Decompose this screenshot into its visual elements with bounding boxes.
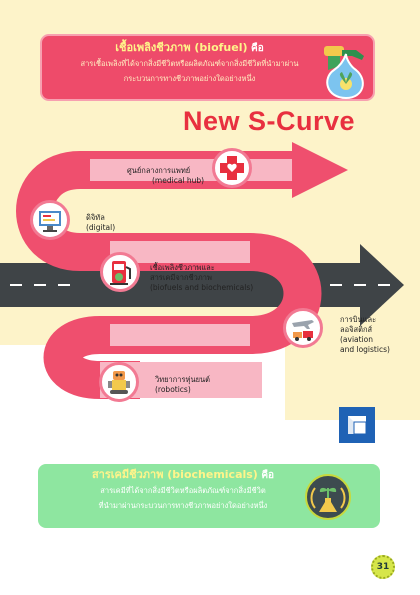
biochemicals-title-suffix: คือ (261, 470, 275, 481)
aviation-english-line-1: (aviation (340, 335, 374, 344)
s-curve-inner-band (90, 159, 292, 391)
right-background (285, 340, 420, 420)
aviation-english-line-2: and logistics) (340, 345, 390, 354)
biofuels-english: (biofuels and biochemicals) (150, 283, 254, 292)
medical-hub-thai: ศูนย์กลางการแพทย์ (127, 166, 191, 175)
digital-label: ดิจิทัล (digital) (86, 213, 115, 233)
aviation-thai-line-2: ลอจิสติกส์ (340, 325, 373, 334)
aviation-logistics-label: การบินและ ลอจิสติกส์ (aviation and logis… (340, 315, 390, 355)
digital-english: (digital) (86, 223, 116, 232)
medical-hub-label: ศูนย์กลางการแพทย์ (medical hub) (127, 166, 204, 186)
computer-icon (39, 211, 61, 232)
medical-hub-english: (medical hub) (152, 176, 205, 185)
biochemicals-body-line-1: สารเคมีที่ได้จากสิ่งมีชีวิตหรือผลิตภัณฑ์… (100, 486, 266, 495)
cube-icon (348, 416, 367, 435)
biofuel-title: เชื้อเพลิงชีวภาพ (biofuel) (115, 41, 248, 54)
medical-cross-icon (220, 156, 244, 180)
medical-circle (212, 148, 252, 188)
flask-sprout-icon (305, 474, 351, 520)
airplane-truck-icon (292, 320, 314, 341)
page-headline: New S-Curve (183, 106, 356, 136)
biofuel-body-line-2: กระบวนการทางชีวภาพอย่างใดอย่างหนึ่ง (123, 74, 256, 83)
biofuels-thai-line-1: เชื้อเพลิงชีวภาพและ (150, 263, 215, 272)
s-curve-arrow-head (292, 142, 348, 198)
biochemicals-title-line: สารเคมีชีวภาพ (biochemicals) คือ (38, 467, 328, 483)
biofuel-body-line-1: สารเชื้อเพลิงที่ได้จากสิ่งมีชีวิตหรือผลิ… (80, 59, 299, 68)
aviation-circle (283, 308, 323, 348)
page-number: 31 (371, 555, 395, 579)
aviation-thai-line-1: การบินและ (340, 315, 377, 324)
digital-thai: ดิจิทัล (86, 213, 105, 222)
robotics-label: วิทยาการหุ่นยนต์ (robotics) (155, 375, 210, 395)
biofuel-definition-box: เชื้อเพลิงชีวภาพ (biofuel) คือ สารเชื้อเ… (40, 34, 375, 101)
biochemicals-title: สารเคมีชีวภาพ (biochemicals) (91, 468, 258, 481)
robotics-english: (robotics) (155, 385, 191, 394)
robotics-circle (99, 362, 139, 402)
fuel-pump-icon (110, 261, 131, 285)
box-icon (339, 407, 375, 443)
biofuels-biochemicals-label: เชื้อเพลิงชีวภาพและ สารเคมีจากชีวภาพ (bi… (150, 263, 253, 293)
robotics-thai: วิทยาการหุ่นยนต์ (155, 375, 211, 384)
biofuel-title-line: เชื้อเพลิงชีวภาพ (biofuel) คือ (42, 40, 337, 56)
fuel-nozzle-leaf-icon (324, 46, 364, 100)
robotics-band (100, 362, 262, 398)
digital-circle (30, 200, 70, 240)
biofuel-title-suffix: คือ (251, 43, 264, 54)
robot-icon (108, 371, 130, 394)
biofuel-circle (100, 252, 140, 292)
biochemicals-body-line-2: ที่นำมาผ่านกระบวนการทางชีวภาพอย่างใดอย่า… (98, 501, 268, 510)
biofuels-thai-line-2: สารเคมีจากชีวภาพ (150, 273, 212, 282)
